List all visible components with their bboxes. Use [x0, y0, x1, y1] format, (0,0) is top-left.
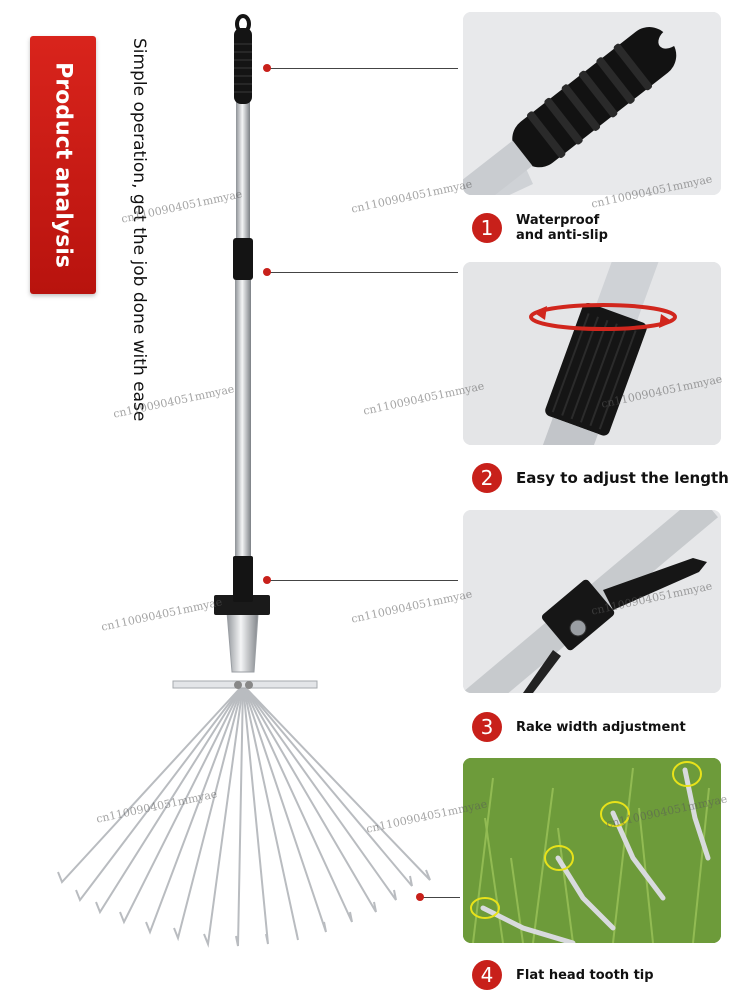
product-analysis-badge: Product analysis	[30, 36, 96, 294]
photo-width-lever	[463, 510, 721, 693]
rotate-arrow-icon	[529, 303, 677, 331]
connector-dot-3	[263, 576, 271, 584]
rake-bar	[172, 680, 318, 689]
lower-pole	[235, 280, 251, 558]
photo-length-lock	[463, 262, 721, 445]
width-lock	[233, 556, 253, 602]
feature-1: 1 Waterproof and anti-slip	[472, 213, 626, 243]
feature-number-4: 4	[472, 960, 502, 990]
connector-line-3	[265, 580, 458, 581]
feature-number-1: 1	[472, 213, 502, 243]
feature-2: 2 Easy to adjust the length	[472, 463, 729, 493]
feature-3: 3 Rake width adjustment	[472, 712, 686, 742]
connector-line-4	[418, 897, 460, 898]
feature-4: 4 Flat head tooth tip	[472, 960, 654, 990]
connector-dot-1	[263, 64, 271, 72]
connector-line-1	[265, 68, 458, 69]
feature-label-2: Easy to adjust the length	[516, 468, 729, 487]
connector-dot-4	[416, 893, 424, 901]
feature-number-2: 2	[472, 463, 502, 493]
rake-tines	[57, 684, 431, 948]
upper-pole	[236, 100, 250, 246]
photo-tooth-tip	[463, 758, 721, 943]
connector-line-2	[265, 272, 458, 273]
rake-clamp	[214, 595, 270, 615]
length-lock	[233, 238, 253, 280]
feature-label-1: Waterproof and anti-slip	[516, 213, 608, 243]
grip-handle	[234, 28, 252, 104]
feature-label-4: Flat head tooth tip	[516, 967, 654, 983]
feature-label-3: Rake width adjustment	[516, 719, 686, 735]
photo-handle-grip	[463, 12, 721, 195]
feature-number-3: 3	[472, 712, 502, 742]
connector-dot-2	[263, 268, 271, 276]
